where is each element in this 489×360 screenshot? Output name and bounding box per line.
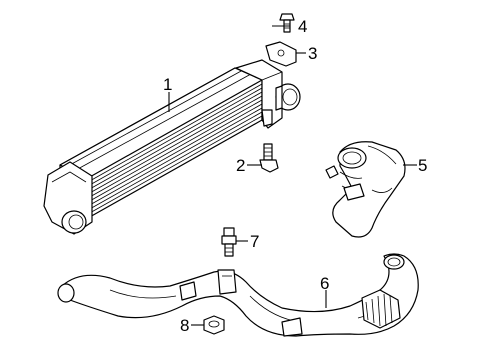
inlet-tube-part (57, 253, 419, 337)
callout-8: 8 (180, 316, 189, 335)
callout-1: 1 (163, 75, 172, 94)
bolt-part-2 (259, 143, 279, 173)
leader-lines (168, 25, 417, 326)
callout-5: 5 (418, 156, 427, 175)
intercooler-part (43, 59, 301, 235)
callout-4: 4 (298, 17, 307, 36)
outlet-hose-part (325, 141, 406, 238)
bolt-part-4 (279, 13, 295, 33)
callout-7: 7 (250, 232, 259, 251)
bracket-part (265, 41, 297, 67)
callout-2: 2 (236, 156, 245, 175)
nut-part (203, 315, 225, 335)
callout-6: 6 (320, 274, 329, 293)
stud-bolt-part (221, 227, 237, 257)
callout-3: 3 (308, 44, 317, 63)
